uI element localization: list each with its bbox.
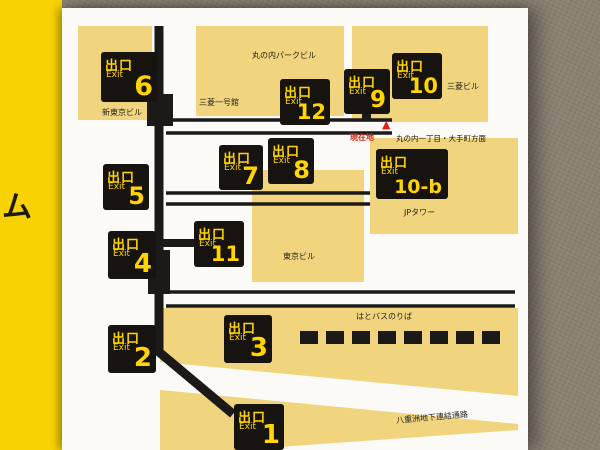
exit-sign-1: 出口 Exit 1 — [234, 404, 284, 450]
current-location-icon: ▲ — [382, 118, 391, 131]
exit-latin: Exit — [108, 182, 126, 192]
building-label-jp-tower: JPタワー — [404, 208, 436, 217]
street-bands — [160, 362, 518, 450]
exit-number: 2 — [133, 343, 152, 373]
exit-latin: Exit — [285, 97, 303, 107]
building-block-tokyo-bldg — [252, 170, 364, 282]
exit-kanji: 出口 — [112, 238, 141, 253]
exit-sign-5: 出口 Exit 5 — [103, 164, 149, 210]
exit-kanji: 出口 — [396, 60, 425, 75]
exit-latin: Exit — [381, 167, 399, 177]
exit-sign-8: 出口 Exit 8 — [268, 138, 314, 184]
exit-latin: Exit — [239, 422, 257, 432]
bus-bay-mark — [404, 331, 422, 344]
exit-sign-10: 出口 Exit 10 — [392, 53, 442, 99]
exit-latin: Exit — [199, 239, 217, 249]
corridor-landings — [147, 94, 371, 294]
bus-bay-marks — [300, 331, 500, 344]
exit-kanji: 出口 — [228, 322, 257, 337]
exit-number: 12 — [296, 100, 326, 124]
exit-sign-4: 出口 Exit 4 — [108, 231, 156, 279]
exit-number: 6 — [134, 71, 153, 102]
exit-kanji: 出口 — [198, 228, 227, 243]
exit-kanji: 出口 — [112, 332, 141, 347]
exit-sign-2: 出口 Exit 2 — [108, 325, 156, 373]
exit-number: 1 — [261, 420, 280, 450]
exit-number: 9 — [369, 87, 386, 113]
exit-sign-6: 出口 Exit 6 — [101, 52, 157, 102]
exit-number: 5 — [128, 182, 145, 210]
exit-kanji: 出口 — [284, 86, 313, 101]
exit-kanji: 出口 — [105, 59, 134, 74]
exit-sign-3: 出口 Exit 3 — [224, 315, 272, 363]
strip-partial-text: ム — [2, 190, 32, 225]
direction-label: 丸の内一丁目・大手町方面 — [396, 134, 486, 143]
exit9-stub — [362, 110, 371, 120]
building-label-tokyo-bldg: 東京ビル — [283, 252, 315, 261]
building-label-mitsubishi-bldg: 三菱ビル — [447, 82, 479, 91]
bus-bay-mark — [352, 331, 370, 344]
exit-latin: Exit — [349, 87, 367, 97]
diagonal-street-bottom — [236, 430, 518, 450]
exit-latin: Exit — [106, 70, 124, 80]
exit-kanji: 出口 — [238, 411, 267, 426]
building-label-mitsubishi-ichigokan: 三菱一号館 — [199, 98, 239, 107]
exit-number: 8 — [293, 156, 310, 184]
south-corridor-to-exit1 — [154, 300, 236, 418]
exit-sign-9: 出口 Exit 9 — [344, 69, 390, 114]
bus-bay-mark — [430, 331, 448, 344]
exit-kanji: 出口 — [380, 156, 409, 171]
diagonal-street — [160, 362, 518, 424]
exit-sign-12: 出口 Exit 12 — [280, 79, 330, 125]
bus-bay-mark — [456, 331, 474, 344]
area-label-hato-bus: はとバスのりば — [356, 312, 412, 321]
exit-latin: Exit — [229, 333, 247, 343]
exit-number: 10 — [408, 74, 438, 98]
exit-sign-11: 出口 Exit 11 — [194, 221, 244, 267]
building-label-marunouchi-park: 丸の内パークビル — [252, 51, 316, 60]
bus-bay-mark — [378, 331, 396, 344]
bus-bay-mark — [300, 331, 318, 344]
exit-latin: Exit — [224, 163, 242, 173]
exit-number: 4 — [133, 249, 152, 279]
exit-latin: Exit — [273, 156, 291, 166]
exit-latin: Exit — [397, 71, 415, 81]
exit-number: 11 — [210, 242, 240, 266]
exit-latin: Exit — [113, 343, 131, 353]
exit-sign-7: 出口 Exit 7 — [219, 145, 263, 190]
bus-bay-mark — [326, 331, 344, 344]
exit-kanji: 出口 — [223, 152, 252, 167]
bus-bay-mark — [482, 331, 500, 344]
exit-latin: Exit — [113, 249, 131, 259]
exit-kanji: 出口 — [272, 145, 301, 160]
exit-number: 7 — [242, 162, 259, 190]
yellow-sign-strip: ム — [0, 0, 62, 450]
exit-number: 3 — [249, 333, 268, 363]
exit-number: 10-b — [394, 176, 442, 198]
current-location-label: 現在地 — [350, 133, 374, 142]
building-label-shin-tokyo-bldg: 新東京ビル — [102, 108, 142, 117]
exit-kanji: 出口 — [107, 171, 136, 186]
exit-sign-10b: 出口 Exit 10-b — [376, 149, 448, 199]
exit-kanji: 出口 — [348, 76, 377, 91]
